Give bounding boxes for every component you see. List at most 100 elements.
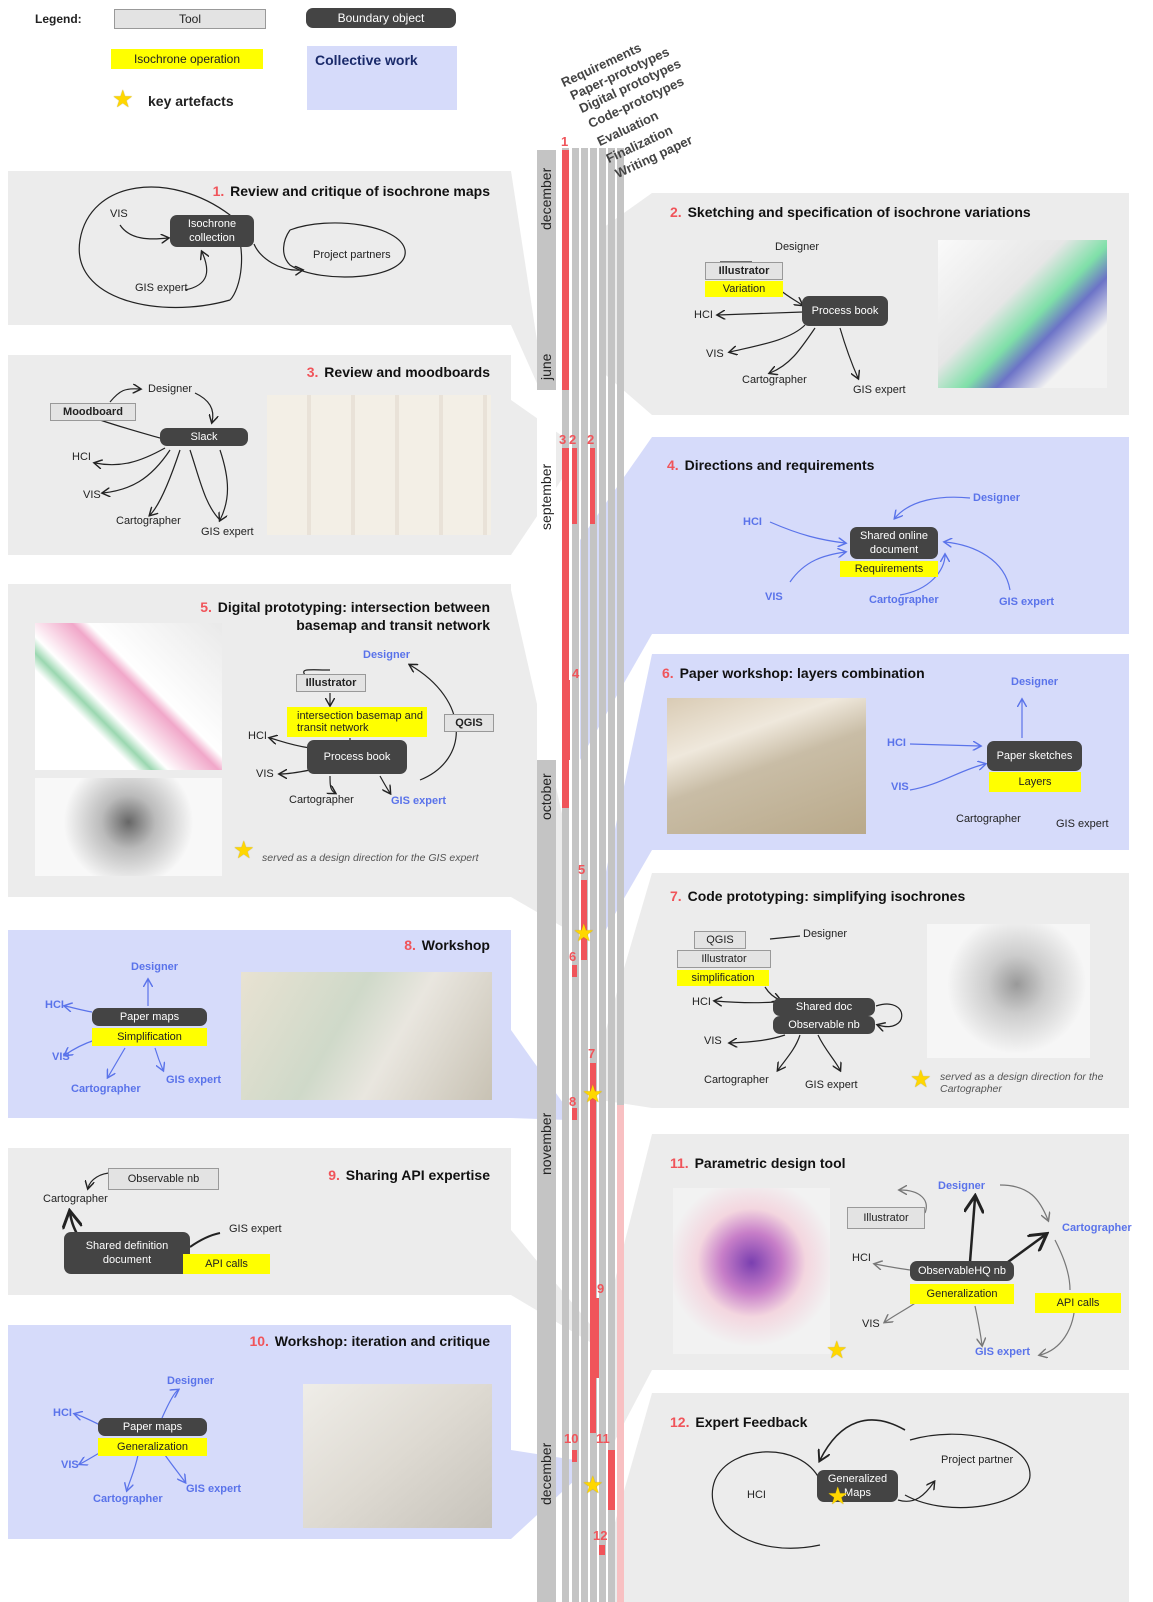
panel-7-actor-hci: HCI xyxy=(692,996,711,1008)
timeline-num-2a: 2 xyxy=(569,432,577,447)
panel-9-title: 9. Sharing API expertise xyxy=(328,1167,490,1183)
panel-4-title: 4. Directions and requirements xyxy=(667,457,874,473)
panel-7-actor-designer: Designer xyxy=(803,928,848,940)
panel-10-actor-designer: Designer xyxy=(167,1375,215,1387)
activity-9 xyxy=(594,1298,599,1378)
panel-2-actor-gis: GIS expert xyxy=(853,384,906,396)
panel-3-tool-moodboard: Moodboard xyxy=(50,403,136,421)
panel-10-title: 10. Workshop: iteration and critique xyxy=(249,1333,490,1349)
panel-6-iso-layers: Layers xyxy=(989,772,1081,792)
panel-9-title-text: Sharing API expertise xyxy=(345,1167,490,1183)
panel-2-actor-vis: VIS xyxy=(706,348,724,360)
panel-7-tool-illustrator: Illustrator xyxy=(677,950,771,968)
panel-5-tool-qgis: QGIS xyxy=(444,714,494,732)
panel-1-title: 1. Review and critique of isochrone maps xyxy=(213,183,490,199)
panel-5-actor-vis: VIS xyxy=(256,768,274,780)
panel-6-boundary-object: Paper sketches xyxy=(987,741,1082,771)
panel-4-actor-hci: HCI xyxy=(743,516,762,528)
panel-2-isochrone-map-image xyxy=(938,240,1107,388)
panel-10-actor-cartographer: Cartographer xyxy=(93,1493,163,1505)
legend-key-artefacts: key artefacts xyxy=(148,93,234,109)
activity-8 xyxy=(572,1108,577,1120)
panel-9-actor-gis: GIS expert xyxy=(229,1223,282,1235)
panel-9-num: 9. xyxy=(328,1167,340,1183)
panel-5-actor-gis: GIS expert xyxy=(391,795,447,807)
panel-12-boundary-object: Generalized Maps xyxy=(817,1470,898,1502)
panel-11-actor-hci: HCI xyxy=(852,1252,871,1264)
timeline-num-9: 9 xyxy=(597,1281,605,1296)
month-bar-november xyxy=(537,1105,556,1435)
panel-11-title: 11. Parametric design tool xyxy=(670,1155,846,1171)
panel-9-iso-api-calls: API calls xyxy=(183,1254,270,1274)
panel-11-parametric-map-image xyxy=(673,1188,830,1354)
panel-4-num: 4. xyxy=(667,457,679,473)
panel-11-actor-designer: Designer xyxy=(938,1180,986,1192)
timeline-num-1: 1 xyxy=(561,134,569,149)
month-bar-october xyxy=(537,760,556,1105)
activity-4 xyxy=(565,680,570,760)
panel-3-boundary-object: Slack xyxy=(160,428,248,446)
column-finalization xyxy=(608,148,615,1602)
panel-5-num: 5. xyxy=(200,599,212,615)
panel-6-actor-vis: VIS xyxy=(891,781,909,793)
activity-10 xyxy=(572,1450,577,1462)
month-bar-december xyxy=(537,150,556,390)
panel-8-iso-simplification: Simplification xyxy=(92,1028,207,1046)
column-evaluation xyxy=(599,148,606,1602)
panel-5-actor-hci: HCI xyxy=(248,730,267,742)
panel-11-num: 11. xyxy=(670,1155,689,1171)
panel-7-title-text: Code prototyping: simplifying isochrones xyxy=(687,888,966,904)
panel-7-note: served as a design direction for the Car… xyxy=(940,1071,1104,1095)
star-icon: ★ xyxy=(827,1483,849,1510)
panel-10-actor-hci: HCI xyxy=(53,1407,72,1419)
panel-8-actor-designer: Designer xyxy=(131,961,179,973)
legend-tool: Tool xyxy=(114,9,266,29)
panel-6-workshop-photo xyxy=(667,698,866,834)
panel-5-title-line2: basemap and transit network xyxy=(296,617,490,633)
timeline-num-12: 12 xyxy=(593,1528,608,1543)
star-icon: ★ xyxy=(826,1337,848,1364)
panel-1-num: 1. xyxy=(212,183,225,199)
panel-5-note: served as a design direction for the GIS… xyxy=(262,852,479,864)
panel-4-title-text: Directions and requirements xyxy=(684,457,875,473)
star-icon: ★ xyxy=(910,1066,932,1093)
panel-11-boundary-object: ObservableHQ nb xyxy=(910,1261,1014,1281)
panel-3-title: 3. Review and moodboards xyxy=(307,364,490,380)
panel-2-iso-variation: Variation xyxy=(705,281,783,297)
panel-8-actor-gis: GIS expert xyxy=(166,1074,222,1086)
panel-3-actor-hci: HCI xyxy=(72,451,91,463)
activity-5 xyxy=(581,880,587,960)
panel-8-workshop-photo xyxy=(241,972,492,1100)
panel-8-title-text: Workshop xyxy=(421,937,490,953)
panel-12-actor-partner: Project partner xyxy=(941,1454,1014,1466)
panel-5-tool-illustrator: Illustrator xyxy=(296,674,366,692)
panel-3-title-text: Review and moodboards xyxy=(324,364,490,380)
star-icon: ★ xyxy=(582,1081,604,1108)
panel-1-actor-vis: VIS xyxy=(110,208,128,220)
panel-6-actor-cartographer: Cartographer xyxy=(956,813,1021,825)
activity-3 xyxy=(562,448,569,808)
panel-2-boundary-object: Process book xyxy=(802,296,888,326)
panel-5-boundary-object: Process book xyxy=(307,740,407,774)
legend-collective-work: Collective work xyxy=(315,52,418,68)
panel-7-title: 7. Code prototyping: simplifying isochro… xyxy=(670,888,965,904)
panel-10-num: 10. xyxy=(249,1333,269,1349)
timeline-num-5: 5 xyxy=(578,862,586,877)
panel-4-actor-cartographer: Cartographer xyxy=(869,594,939,606)
panel-7-iso-simplification: simplification xyxy=(677,970,769,986)
column-requirements xyxy=(562,148,569,1602)
panel-10-boundary-object: Paper maps xyxy=(98,1418,207,1436)
panel-12-title: 12. Expert Feedback xyxy=(670,1414,807,1430)
panel-5-iso-intersection: intersection basemap and transit network xyxy=(287,707,427,737)
activity-7 xyxy=(590,1063,596,1433)
panel-7-tool-qgis: QGIS xyxy=(694,931,746,949)
panel-10-iso-generalization: Generalization xyxy=(98,1438,207,1456)
panel-11-title-text: Parametric design tool xyxy=(694,1155,846,1171)
star-icon: ★ xyxy=(573,920,595,947)
panel-4-actor-vis: VIS xyxy=(765,591,783,603)
panel-5-actor-cartographer: Cartographer xyxy=(289,794,354,806)
panel-8-num: 8. xyxy=(404,937,416,953)
timeline-num-10: 10 xyxy=(564,1431,579,1446)
panel-6-title: 6. Paper workshop: layers combination xyxy=(662,665,925,681)
panel-1-boundary-object: Isochrone collection xyxy=(170,215,254,247)
